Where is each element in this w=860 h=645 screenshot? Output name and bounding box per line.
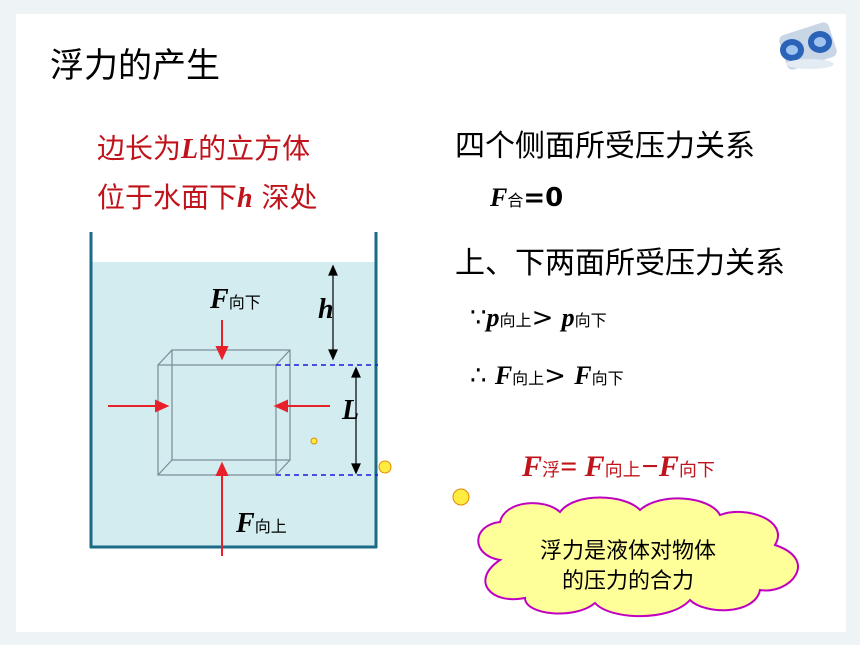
label-h: h	[318, 294, 334, 325]
cloud-text: 浮力是液体对物体 的压力的合力	[498, 537, 758, 597]
pressure-comparison: ∵p向上> p向下	[470, 303, 607, 333]
cloud-line-1: 浮力是液体对物体	[539, 539, 716, 564]
variable-L: L	[181, 134, 199, 165]
bubble	[310, 437, 318, 445]
subject-line-2-prefix: 位于水面下	[97, 181, 238, 214]
label-L: L	[342, 395, 360, 426]
label-f-down: F向下	[210, 284, 261, 315]
dimension-arrow-L	[351, 366, 361, 475]
variable-h: h	[237, 183, 253, 214]
force-comparison: ∴ F向上> F向下	[470, 361, 624, 391]
side-faces-heading: 四个侧面所受压力关系	[455, 129, 755, 164]
buoyancy-formula: F浮= F向上−F向下	[522, 450, 715, 483]
subject-line-1-prefix: 边长为	[97, 132, 182, 165]
subject-line-1-suffix: 的立方体	[198, 132, 311, 165]
force-arrow-down	[215, 320, 229, 361]
subject-line-2-suffix: 深处	[252, 181, 318, 214]
subject-line-1: 边长为L的立方体	[97, 127, 310, 167]
slide-title: 浮力的产生	[50, 46, 220, 86]
cloud-line-2: 的压力的合力	[561, 569, 694, 594]
thought-cloud	[477, 496, 799, 618]
label-f-up: F向上	[236, 508, 287, 539]
force-arrow-right-side	[273, 399, 330, 413]
bubble	[378, 460, 392, 474]
force-arrow-left-side	[108, 399, 170, 413]
top-bottom-heading: 上、下两面所受压力关系	[455, 246, 785, 281]
binoculars-icon[interactable]	[778, 21, 839, 71]
force-arrow-up	[215, 461, 229, 556]
water-region	[92, 262, 375, 547]
dimension-arrow-h	[328, 264, 338, 361]
subject-line-2: 位于水面下h 深处	[97, 176, 318, 216]
f-he-equation: F合=0	[490, 183, 564, 213]
bubble	[452, 488, 470, 506]
